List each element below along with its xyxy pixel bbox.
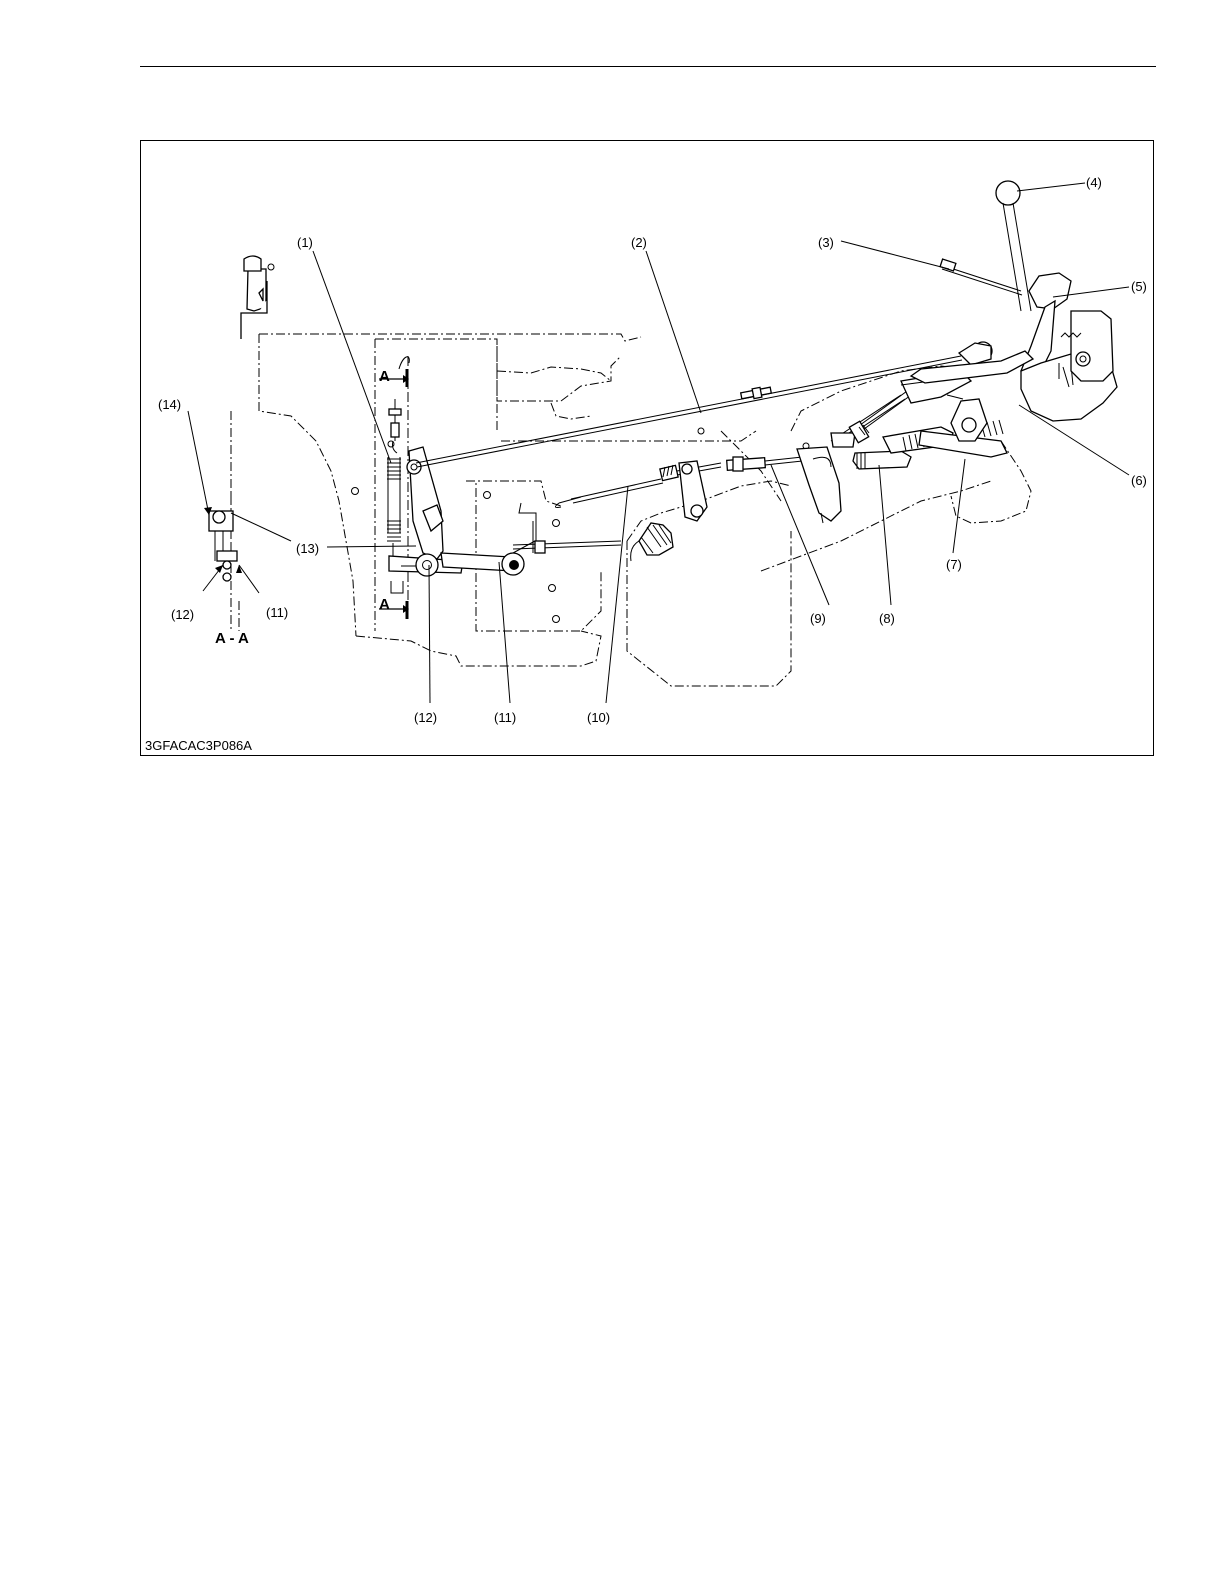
callout-11: (11) xyxy=(494,710,516,725)
section-cut-line: A A xyxy=(379,356,409,621)
section-view-aa xyxy=(209,256,274,631)
pivot-bracket xyxy=(389,447,535,593)
callout-7: (7) xyxy=(946,557,962,572)
callout-5: (5) xyxy=(1131,279,1147,294)
callout-8: (8) xyxy=(879,611,895,626)
control-lever xyxy=(911,181,1117,441)
callout-14: (14) xyxy=(158,397,181,412)
callout-1: (1) xyxy=(297,235,313,250)
callout-12-section: (12) xyxy=(171,607,194,622)
top-cable xyxy=(940,259,1022,295)
header-rule xyxy=(140,66,1156,67)
figure-frame: A A xyxy=(140,140,1154,756)
section-marker-top: A xyxy=(379,368,390,385)
section-view-label: A - A xyxy=(215,630,249,647)
callout-11-section: (11) xyxy=(266,605,288,620)
figure-id: 3GFACAC3P086A xyxy=(145,738,252,753)
callout-3: (3) xyxy=(818,235,834,250)
callout-4: (4) xyxy=(1086,175,1102,190)
section-marker-bottom: A xyxy=(379,596,390,613)
spring-hook xyxy=(513,523,673,561)
callout-13: (13) xyxy=(296,541,319,556)
callout-10: (10) xyxy=(587,710,610,725)
linkage-diagram: A A xyxy=(141,141,1153,755)
callout-2: (2) xyxy=(631,235,647,250)
callout-9: (9) xyxy=(810,611,826,626)
callout-12: (12) xyxy=(414,710,437,725)
callout-6: (6) xyxy=(1131,473,1147,488)
